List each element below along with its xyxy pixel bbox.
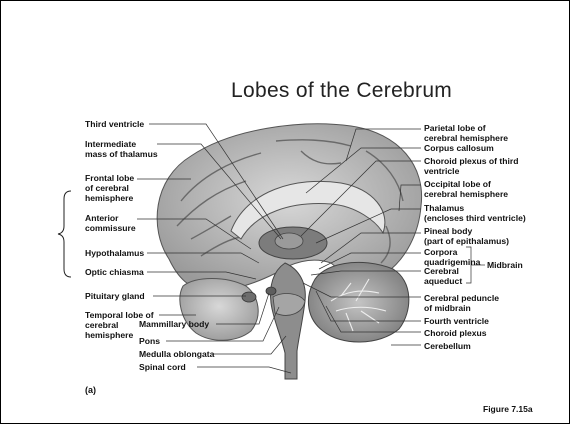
label-cerebral-peduncle: Cerebral peduncle of midbrain xyxy=(424,293,499,313)
label-pons: Pons xyxy=(139,336,160,346)
label-fourth-ventricle: Fourth ventricle xyxy=(424,316,489,326)
figure-caption: Figure 7.15a xyxy=(483,404,533,414)
label-occipital-lobe: Occipital lobe of cerebral hemisphere xyxy=(424,179,508,199)
label-choroid-plexus-third: Choroid plexus of third ventricle xyxy=(424,156,519,176)
label-optic-chiasma: Optic chiasma xyxy=(85,267,144,277)
temporal-lobe-shape xyxy=(180,279,258,341)
label-pituitary-gland: Pituitary gland xyxy=(85,291,145,301)
intermediate-mass-shape xyxy=(275,233,303,249)
label-corpus-callosum: Corpus callosum xyxy=(424,143,494,153)
label-choroid-plexus: Choroid plexus xyxy=(424,328,487,338)
label-mammillary-body: Mammillary body xyxy=(139,319,209,329)
left-bracket xyxy=(58,191,71,277)
label-third-ventricle: Third ventricle xyxy=(85,119,144,129)
cerebellum-shape xyxy=(308,262,408,342)
label-hypothalamus: Hypothalamus xyxy=(85,248,144,258)
label-intermediate-mass: Intermediate mass of thalamus xyxy=(85,139,158,159)
label-frontal-lobe: Frontal lobe of cerebral hemisphere xyxy=(85,173,134,203)
mammillary-shape xyxy=(266,287,276,295)
label-spinal-cord: Spinal cord xyxy=(139,362,186,372)
brainstem-shape xyxy=(271,263,306,379)
label-pineal-body: Pineal body (part of epithalamus) xyxy=(424,226,509,246)
panel-label: (a) xyxy=(85,385,96,395)
label-cerebral-aqueduct: Cerebral aqueduct xyxy=(424,266,462,286)
label-medulla-oblongata: Medulla oblongata xyxy=(139,349,214,359)
label-corpora-quadrigemina: Corpora quadrigemina xyxy=(424,247,480,267)
label-anterior-commissure: Anterior commissure xyxy=(85,213,136,233)
label-parietal-lobe: Parietal lobe of cerebral hemisphere xyxy=(424,123,508,143)
label-cerebellum: Cerebellum xyxy=(424,341,471,351)
label-thalamus: Thalamus (encloses third ventricle) xyxy=(424,203,526,223)
pituitary-shape xyxy=(242,292,256,302)
label-midbrain: Midbrain xyxy=(487,260,523,270)
